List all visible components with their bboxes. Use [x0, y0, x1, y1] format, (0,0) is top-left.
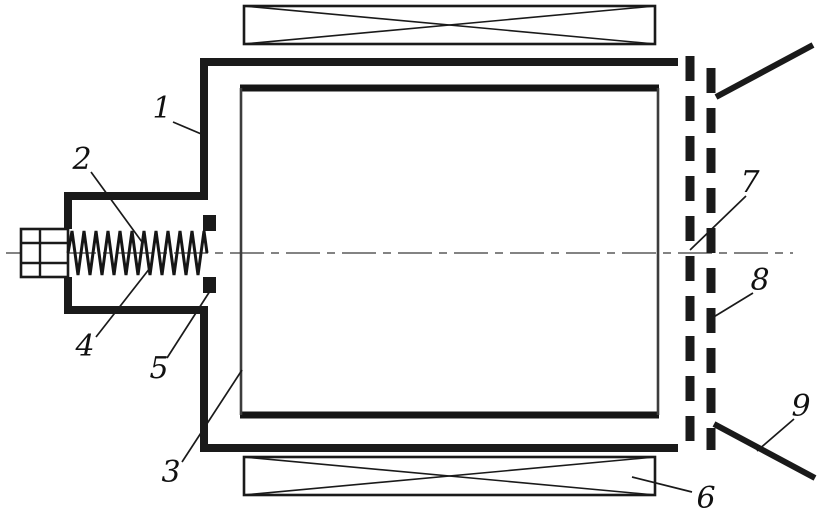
leader-8: [711, 292, 754, 319]
aperture-block-top: [203, 215, 216, 231]
label-7: 7: [740, 165, 760, 200]
label-2: 2: [71, 142, 91, 177]
bolt-head: [19, 227, 70, 279]
leader-9: [756, 418, 795, 452]
inner-electrode: [239, 84, 660, 419]
leader-6: [631, 476, 693, 493]
aperture-block-bottom: [203, 277, 216, 293]
bottom-coil-frame: [242, 455, 657, 497]
bottom-coil: [242, 455, 657, 497]
top-coil-frame: [242, 4, 657, 46]
leader-7: [689, 195, 747, 251]
label-3: 3: [161, 455, 180, 490]
label-5: 5: [149, 351, 168, 386]
label-4: 4: [74, 329, 94, 364]
label-9: 9: [791, 389, 810, 424]
chamber-wall: [64, 58, 678, 452]
leader-1: [172, 121, 207, 137]
leader-4: [95, 267, 151, 338]
leader-3: [181, 369, 243, 463]
bottom-coil-cross-line-2: [243, 456, 656, 496]
leader-2: [90, 171, 143, 243]
top-coil-cross-line-2: [243, 5, 656, 45]
threaded-rod-spring: [66, 230, 209, 276]
leader-5: [166, 290, 211, 359]
deflector-plate-top: [714, 42, 815, 100]
label-8: 8: [750, 263, 769, 298]
bolt-head-body: [19, 227, 70, 279]
label-1: 1: [152, 91, 171, 126]
label-6: 6: [696, 481, 715, 516]
deflector-plate-bottom: [712, 421, 817, 481]
top-coil: [242, 4, 657, 46]
